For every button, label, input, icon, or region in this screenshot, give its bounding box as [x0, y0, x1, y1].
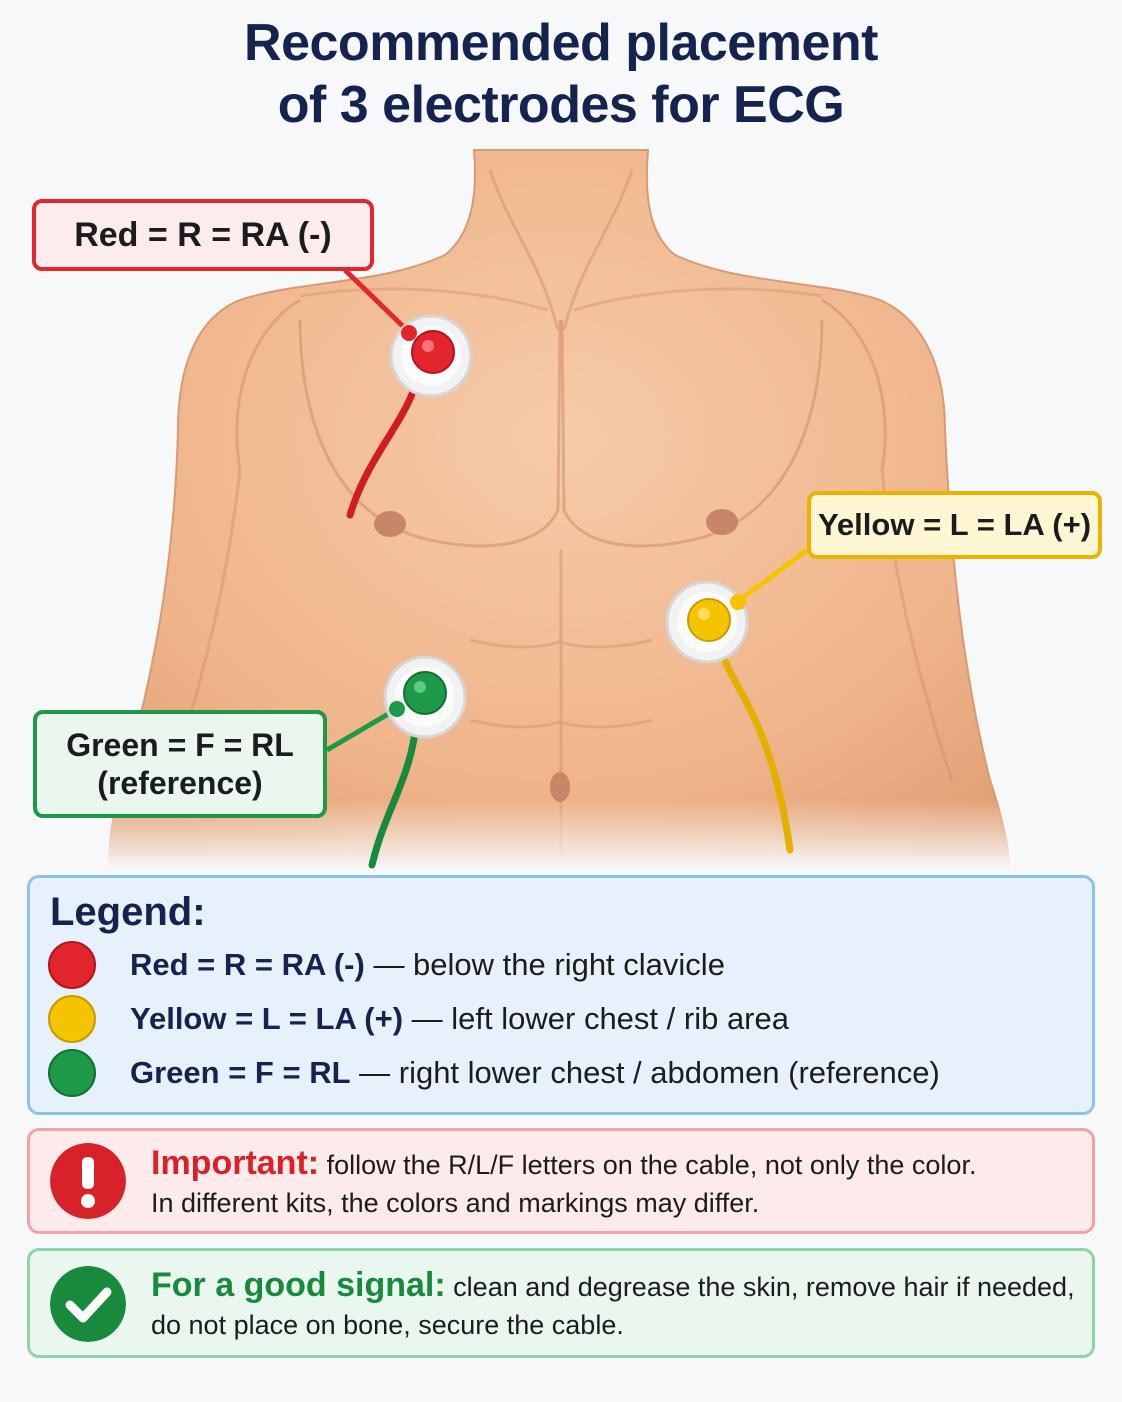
nipple [706, 509, 738, 535]
navel [550, 772, 570, 802]
legend-item-text: Green = F = RL — right lower chest / abd… [130, 1055, 940, 1091]
checkmark-icon [50, 1266, 126, 1342]
good-signal-line-1: For a good signal: clean and degrease th… [151, 1267, 1075, 1305]
important-line-1: Important: follow the R/L/F letters on t… [151, 1145, 976, 1183]
good-signal-text-1: clean and degrease the skin, remove hair… [445, 1272, 1075, 1302]
neck-muscle-line [488, 169, 560, 331]
green-dot-icon [48, 1049, 96, 1097]
yellow-electrode-callout: Yellow = L = LA (+) [807, 491, 1102, 559]
pectoral-line [560, 319, 824, 548]
yellow-leader-dot [730, 594, 746, 610]
green-electrode [383, 655, 467, 739]
good-signal-lead: For a good signal: [151, 1266, 446, 1304]
legend-item-description: — left lower chest / rib area [403, 1001, 789, 1036]
neck-muscle-line [562, 169, 634, 331]
exclamation-icon [50, 1143, 126, 1219]
legend-item-green: Green = F = RL — right lower chest / abd… [48, 1048, 940, 1098]
legend-item-text: Red = R = RA (-) — below the right clavi… [130, 947, 725, 983]
legend-item-text: Yellow = L = LA (+) — left lower chest /… [130, 1001, 789, 1037]
yellow-leader-line [738, 547, 809, 603]
legend-item-red: Red = R = RA (-) — below the right clavi… [48, 940, 725, 990]
deltoid-line [235, 298, 301, 471]
green-cable [368, 721, 420, 869]
yellow-callout-label: Yellow = L = LA (+) [817, 507, 1092, 542]
green-callout-label-line-2: (reference) [97, 765, 263, 801]
legend-item-label: Green = F = RL [130, 1055, 351, 1090]
red-leader-line [343, 268, 414, 337]
legend-item-description: — right lower chest / abdomen (reference… [350, 1055, 940, 1090]
important-lead: Important: [151, 1144, 320, 1182]
deltoid-line [821, 298, 887, 471]
red-dot-icon [48, 941, 96, 989]
abdominal-line [469, 638, 653, 649]
clavicle-line [573, 287, 823, 312]
good-signal-notice: For a good signal: clean and degrease th… [27, 1248, 1095, 1358]
page-title: Recommended placement of 3 electrodes fo… [0, 12, 1122, 136]
legend-item-yellow: Yellow = L = LA (+) — left lower chest /… [48, 994, 789, 1044]
abdominal-line [469, 718, 653, 729]
nipple [374, 511, 406, 537]
torso-illustration [0, 149, 1122, 870]
green-electrode-callout: Green = F = RL (reference) [33, 710, 327, 818]
legend-heading: Legend: [50, 890, 206, 934]
green-callout-label-line-1: Green = F = RL [66, 727, 294, 763]
red-leader-dot [401, 325, 417, 341]
title-line-2: of 3 electrodes for ECG [277, 76, 845, 134]
legend-item-label: Red = R = RA (-) [130, 947, 365, 982]
yellow-electrode [665, 580, 749, 664]
red-electrode-callout: Red = R = RA (-) [32, 199, 374, 271]
red-callout-label: Red = R = RA (-) [74, 216, 332, 254]
green-leader-line [325, 707, 397, 753]
green-leader-dot [389, 701, 405, 717]
title-line-1: Recommended placement [244, 14, 878, 72]
pectoral-line [298, 319, 562, 548]
important-notice: Important: follow the R/L/F letters on t… [27, 1128, 1095, 1234]
clavicle-line [299, 287, 549, 312]
legend-item-description: — below the right clavicle [364, 947, 725, 982]
yellow-dot-icon [48, 995, 96, 1043]
torso-skin [108, 149, 1012, 870]
important-line-2: In different kits, the colors and markin… [151, 1188, 760, 1218]
important-text-1: follow the R/L/F letters on the cable, n… [319, 1150, 977, 1180]
good-signal-line-2: do not place on bone, secure the cable. [151, 1310, 624, 1340]
legend-item-label: Yellow = L = LA (+) [130, 1001, 404, 1036]
legend-panel: Legend: Red = R = RA (-) — below the rig… [27, 875, 1095, 1115]
